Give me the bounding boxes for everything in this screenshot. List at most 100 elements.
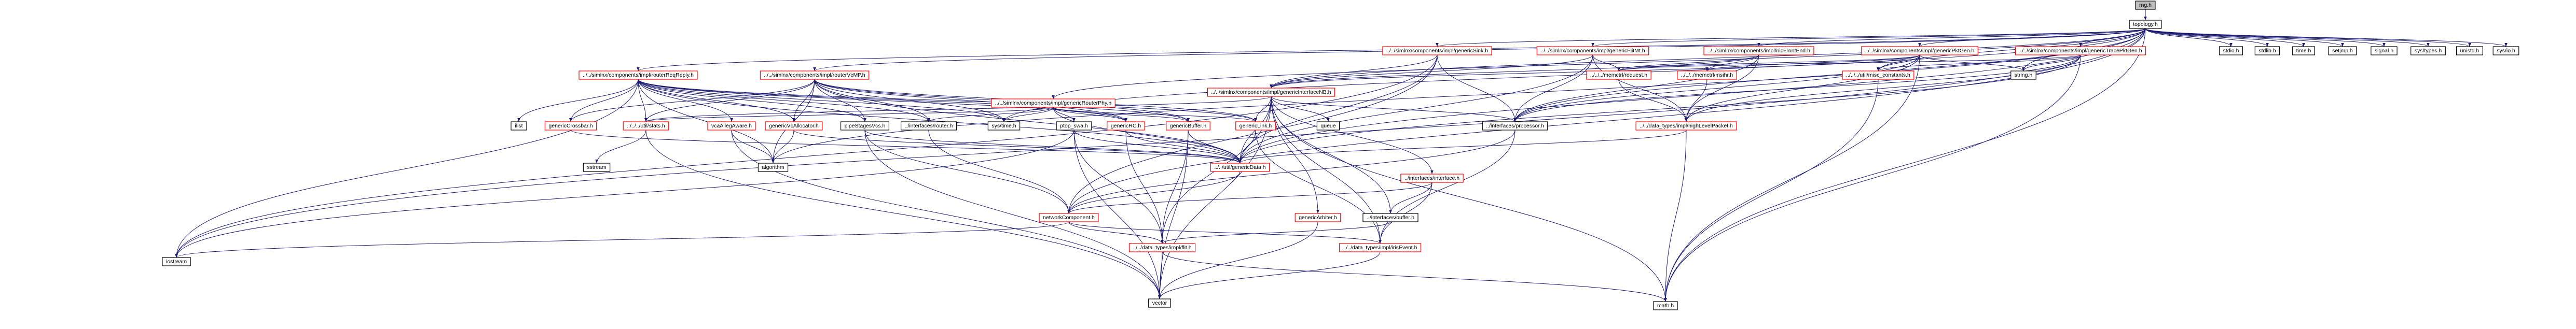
node-stdlib[interactable]: stdlib.h — [2254, 46, 2280, 55]
node-iface_nb[interactable]: ../../simlnx/components/impl/genericInte… — [1207, 88, 1335, 97]
node-label: genericLink.h — [1239, 123, 1272, 129]
node-box — [2292, 46, 2315, 55]
node-vcallocator[interactable]: genericVcAllocator.h — [765, 121, 823, 131]
node-label: genericArbiter.h — [1299, 214, 1337, 221]
node-flit[interactable]: ../../data_types/impl/flit.h — [1128, 243, 1196, 252]
node-box — [1339, 243, 1422, 252]
node-gendata[interactable]: ../../util/genericData.h — [1210, 163, 1270, 172]
node-networkcomp[interactable]: networkComponent.h — [1039, 213, 1099, 222]
node-pktgen[interactable]: ../../simlnx/components/impl/genericPktG… — [1861, 46, 1978, 55]
node-box — [1294, 213, 1341, 222]
node-setjmp[interactable]: setjmp.h — [2328, 46, 2357, 55]
node-box — [1207, 88, 1335, 97]
node-genericrc[interactable]: genericRC.h — [1107, 121, 1145, 131]
node-layer: rng.htopology.h../../simlnx/components/i… — [162, 1, 2519, 310]
node-irisevent[interactable]: ../../data_types/impl/irisEvent.h — [1339, 243, 1422, 252]
node-systime[interactable]: sys/time.h — [987, 121, 1021, 131]
node-box — [1039, 213, 1099, 222]
node-label: ptop_swa.h — [1060, 123, 1088, 129]
edge-stats-to-vector — [645, 130, 1161, 299]
node-misc[interactable]: ../../../util/misc_constants.h — [1842, 70, 1914, 80]
node-hlpkt[interactable]: ../../data_types/impl/highLevelPacket.h — [1635, 121, 1737, 131]
edge-genbuffer-to-flit — [1161, 130, 1189, 244]
edge-iface_nb-to-processor — [1271, 96, 1517, 122]
node-box — [2456, 46, 2483, 55]
node-box — [2410, 46, 2446, 55]
node-ptopswa[interactable]: ptop_swa.h — [1056, 121, 1092, 131]
node-flitmt[interactable]: ../../simlnx/components/impl/genericFlit… — [1536, 46, 1649, 55]
node-label: ../../../util/misc_constants.h — [1846, 72, 1910, 78]
node-label: sstream — [587, 164, 607, 170]
node-box — [623, 121, 669, 131]
edge-routerreq-to-pipestages — [638, 79, 866, 122]
node-stdio[interactable]: stdio.h — [2219, 46, 2243, 55]
node-time[interactable]: time.h — [2292, 46, 2315, 55]
edge-sink-to-iface_nb — [1270, 54, 1438, 89]
node-systypes[interactable]: sys/types.h — [2410, 46, 2446, 55]
node-mmsgr[interactable]: ../../../memctrl/msihr.h — [1677, 70, 1737, 80]
node-label: genericVcAllocator.h — [769, 123, 819, 129]
node-box — [1482, 121, 1548, 131]
node-box — [2135, 1, 2156, 10]
edge-tracepktgen-to-misc — [1877, 54, 2081, 71]
node-vcaware[interactable]: vcaAllegAware.h — [707, 121, 756, 131]
node-algorithm[interactable]: algorithm — [757, 163, 789, 172]
edge-frontend-to-iface_nb — [1270, 54, 1759, 89]
node-sink[interactable]: ../../simlnx/components/impl/genericSink… — [1382, 46, 1492, 55]
node-sstream[interactable]: sstream — [583, 163, 611, 172]
edge-genbuffer-to-vector — [1158, 130, 1189, 299]
node-label: ../interfaces/buffer.h — [1367, 214, 1414, 221]
node-tracepktgen[interactable]: ../../simlnx/components/impl/genericTrac… — [2015, 46, 2146, 55]
node-ifrouter[interactable]: ../interfaces/router.h — [900, 121, 957, 131]
node-ifbuffer[interactable]: ../interfaces/buffer.h — [1362, 213, 1418, 222]
node-label: ../../data_types/impl/flit.h — [1133, 245, 1191, 251]
node-genbuffer[interactable]: genericBuffer.h — [1166, 121, 1210, 131]
node-label: stdio.h — [2223, 48, 2239, 54]
edge-topology-to-setjmp — [2145, 28, 2344, 47]
node-vector[interactable]: vector — [1148, 298, 1171, 308]
node-string[interactable]: string.h — [2010, 70, 2036, 80]
node-label: signal.h — [2375, 48, 2393, 54]
node-box — [1056, 121, 1092, 131]
edge-tracepktgen-to-gendata — [1238, 54, 2081, 164]
node-arbiter[interactable]: genericArbiter.h — [1294, 213, 1341, 222]
edge-pipestages-to-vector — [864, 130, 1161, 299]
node-label: genericRC.h — [1111, 123, 1141, 129]
node-frontend[interactable]: ../../simlnx/components/impl/nicFrontEnd… — [1703, 46, 1814, 55]
node-box — [1166, 121, 1210, 131]
edge-pktgen-to-mmsg — [1617, 54, 1920, 71]
edge-ifbuffer-to-flit — [1161, 221, 1391, 244]
node-routerphy[interactable]: ../../simlnx/components/impl/genericRout… — [991, 98, 1115, 108]
node-box — [1677, 70, 1737, 80]
node-mmsg[interactable]: ../../../memctrl/request.h — [1586, 70, 1651, 80]
node-box — [162, 257, 191, 266]
node-sysio[interactable]: sys/io.h — [2492, 46, 2519, 55]
node-label: setjmp.h — [2332, 48, 2353, 54]
node-crossbar[interactable]: genericCrossbar.h — [544, 121, 597, 131]
edge-routerreq-to-gendata — [638, 79, 1242, 164]
node-topology[interactable]: topology.h — [2129, 20, 2162, 29]
node-processor[interactable]: ../interfaces/processor.h — [1482, 121, 1548, 131]
edge-flit-to-math — [1162, 251, 1667, 302]
edge-routerphy-to-genericrc — [1053, 107, 1127, 122]
node-queue[interactable]: queue — [1316, 121, 1340, 131]
node-routerreq[interactable]: ../../simlnx/components/impl/routerReqRe… — [578, 70, 698, 80]
edge-routervcmp-to-algorithm — [772, 79, 815, 164]
edge-routervcmp-to-pipestages — [814, 79, 866, 122]
node-routervcmp[interactable]: ../../simlnx/components/impl/routerVcMP.… — [760, 70, 870, 80]
node-genlink[interactable]: genericLink.h — [1235, 121, 1276, 131]
node-bits[interactable]: ilist — [511, 121, 527, 131]
node-stats[interactable]: ../../../util/stats.h — [623, 121, 669, 131]
node-box — [511, 121, 527, 131]
edge-misc-to-math — [1664, 79, 1879, 302]
node-box — [2219, 46, 2243, 55]
node-box — [1653, 301, 1678, 310]
node-signal[interactable]: signal.h — [2371, 46, 2398, 55]
node-box — [2010, 70, 2036, 80]
node-pipestages[interactable]: pipeStagesVcs.h — [840, 121, 890, 131]
node-iostream[interactable]: iostream — [162, 257, 191, 266]
node-unistd[interactable]: unistd.h — [2456, 46, 2483, 55]
edge-networkcomp-to-irisevent — [1068, 221, 1382, 244]
node-math[interactable]: math.h — [1653, 301, 1678, 310]
node-ifinterface[interactable]: ../interfaces/interface.h — [1400, 174, 1464, 183]
